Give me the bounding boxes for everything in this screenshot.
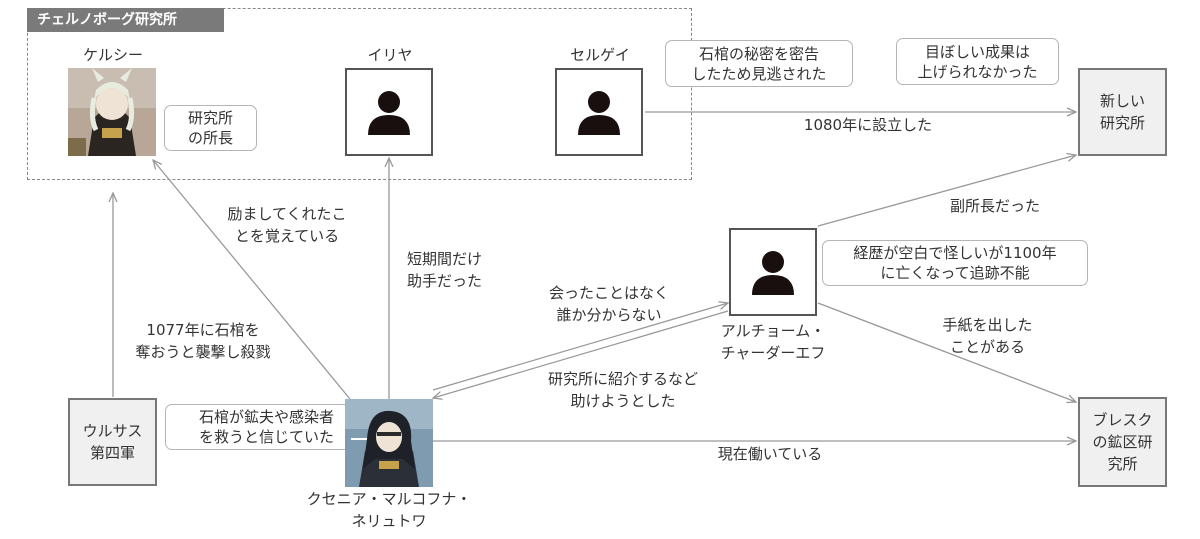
edge-ksenia-kelsey: [153, 160, 351, 400]
edge-artem-ksenia: [433, 310, 729, 398]
ilya-box: [345, 68, 433, 156]
ksenia-name: クセニア・マルコフナ・ ネリュトワ: [306, 490, 472, 530]
ksenia-note: 石棺が鉱夫や感染者 を救うと信じていた: [165, 404, 368, 450]
artem-note: 経歴が空白で怪しいが1100年 に亡くなって追跡不能: [822, 240, 1088, 286]
edge-label-artem-bresk: 手紙を出した ことがある: [942, 316, 1033, 356]
edge-label-artem-new: 副所長だった: [949, 197, 1040, 215]
group-title: チェルノボーグ研究所: [27, 8, 224, 32]
group-box: [27, 8, 692, 180]
artem-box: [729, 228, 817, 316]
edge-label-ksenia-ilya: 短期間だけ 助手だった: [406, 250, 482, 290]
edge-label-ksenia-kelsey: 励ましてくれたこ とを覚えている: [227, 205, 347, 245]
person-icon: [752, 251, 794, 295]
person-icon: [578, 91, 620, 135]
ursus-box: ウルサス 第四軍: [68, 398, 157, 486]
ursus-label: ウルサス 第四軍: [82, 422, 143, 462]
new-institute-note: 目ぼしい成果は 上げられなかった: [896, 38, 1059, 85]
ilya-name: イリヤ: [367, 46, 413, 64]
edge-label-sergei-new: 1080年に設立した: [803, 116, 933, 134]
kelsey-portrait: [68, 68, 156, 156]
artem-name: アルチョーム・ チャーダーエフ: [720, 322, 826, 362]
ksenia-portrait: [345, 399, 433, 487]
edge-label-artem-ksenia: 研究所に紹介するなど 助けようとした: [547, 370, 698, 410]
edge-label-ksenia-artem: 会ったことはなく 誰か分からない: [548, 284, 669, 324]
edge-ksenia-artem: [432, 303, 728, 391]
sergei-name: セルゲイ: [570, 46, 630, 64]
sergei-box: [555, 68, 643, 156]
sergei-note: 石棺の秘密を密告 したため見逃された: [665, 40, 853, 87]
kelsey-note: 研究所 の所長: [164, 105, 257, 151]
edge-artem-new: [817, 155, 1076, 227]
new-institute-label: 新しい 研究所: [1099, 92, 1145, 132]
kelsey-name: ケルシー: [82, 46, 143, 64]
new-institute-box: 新しい 研究所: [1078, 68, 1167, 156]
edge-artem-bresk: [817, 302, 1076, 402]
person-icon: [368, 91, 410, 135]
bresk-box: ブレスク の鉱区研 究所: [1078, 397, 1167, 487]
edge-label-ksenia-bresk: 現在働いている: [717, 445, 823, 463]
bresk-label: ブレスク の鉱区研 究所: [1092, 411, 1153, 473]
edge-label-ursus-kelsey: 1077年に石棺を 奪おうと襲撃し殺戮: [135, 321, 271, 361]
